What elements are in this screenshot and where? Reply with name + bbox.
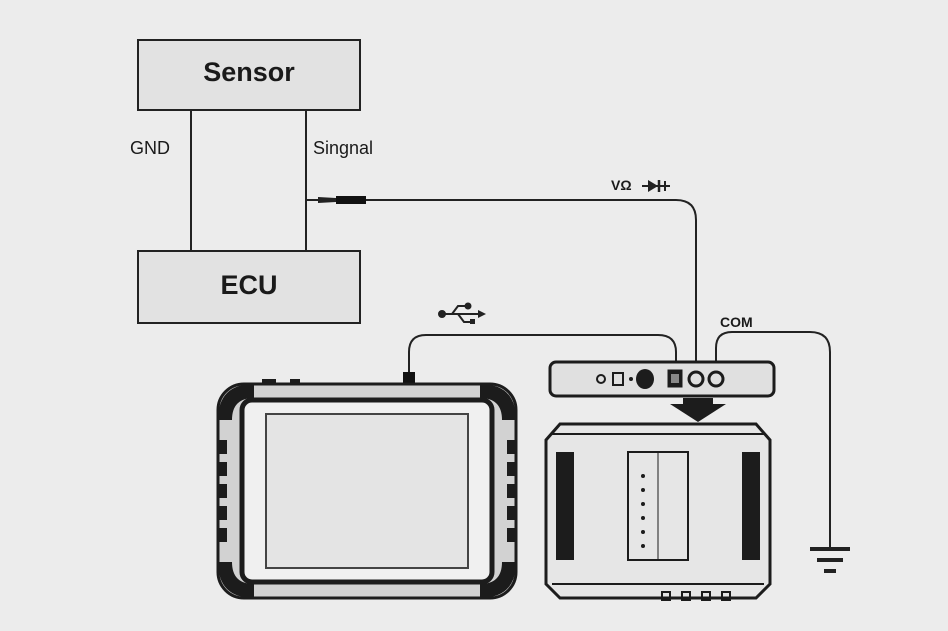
ground-symbol-icon (810, 547, 850, 573)
com-lead (715, 331, 831, 548)
com-label: COM (720, 314, 753, 330)
signal-label: Singnal (313, 138, 374, 158)
diode-icon (642, 180, 670, 192)
gnd-label: GND (130, 138, 170, 158)
usb-icon (438, 302, 486, 324)
vci-unit (544, 422, 772, 601)
meter-input-label: VΩ (611, 177, 632, 193)
insert-arrow-icon (670, 398, 726, 422)
ecu-label: ECU (220, 270, 278, 300)
probe-lead (366, 199, 697, 368)
usb-cable (408, 334, 677, 380)
meter-module (548, 360, 776, 398)
tablet-device (216, 379, 518, 600)
sensor-label: Sensor (203, 57, 295, 87)
probe-tip-icon (306, 196, 366, 204)
sensor-box (137, 39, 361, 111)
ecu-box (137, 250, 361, 324)
